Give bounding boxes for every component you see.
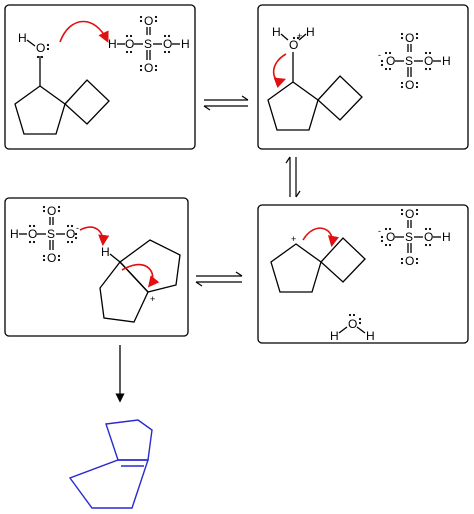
svg-text:O: O [405,207,414,221]
panel-2-frame [257,4,469,150]
charge-minus-bisulfate: - [378,50,381,60]
svg-text:S: S [47,227,55,241]
svg-text:O: O [424,230,433,244]
svg-text:H: H [442,230,451,244]
svg-text:-: - [76,223,79,233]
product-ring-lower [68,459,149,509]
svg-text:O: O [405,31,414,45]
atom-h-alcohol: H [18,31,27,45]
curly-arrow-deprotonation [79,226,110,247]
cyclobutane-ring [64,79,110,125]
svg-text:H: H [330,329,339,343]
curly-arrow-ring-expansion [302,227,339,248]
atom-o-oxonium: O [289,38,298,52]
cyclobutane-ring-2 [317,75,363,121]
lone-pairs-o-alcohol [36,43,50,59]
water-molecule: H O H [330,313,375,343]
bicyclic-ring-upper [119,239,181,293]
bisulfate-4: - O S O H O O [378,207,451,268]
bisulfate-3: H O S O - O O [10,204,79,265]
atom-h-acid: H [108,37,117,51]
svg-text:O: O [47,251,56,265]
curly-arrow-protonation [59,20,109,43]
svg-text:O: O [405,78,414,92]
svg-text:O: O [28,227,37,241]
cyclopentane-ring-2 [267,81,319,131]
atom-o-alcohol: O [36,41,45,55]
svg-text:H: H [366,329,375,343]
cyclopentane-ring [14,85,66,135]
product-bicyclic-alkene [68,419,153,509]
svg-text:H: H [10,227,19,241]
atom-h-oxonium-right: H [306,25,315,39]
panel-4-frame [257,204,469,344]
atom-o-acid-right: O [163,37,172,51]
svg-text:O: O [386,230,395,244]
bisulfate-2: - O S O H O O [378,31,451,92]
svg-text:O: O [405,254,414,268]
atom-o-acid-bottom: O [144,61,153,75]
svg-text:O: O [386,54,395,68]
panel-step-4: H O S O - O O H [4,197,189,337]
svg-text:O: O [47,204,56,218]
equilibrium-arrow-2-4 [285,156,301,198]
curly-arrow-water-leaving [272,53,287,88]
sulfuric-acid-1: H O S O H O O [108,14,190,75]
atom-h-oxonium-left: H [272,25,281,39]
bond-h-o [26,39,36,47]
equilibrium-arrow-1-2 [203,95,249,111]
svg-text:O: O [66,227,75,241]
svg-text:S: S [405,230,413,244]
panel-step-3: + - O S O H O O [257,204,469,344]
charge-plus-carbocation: + [150,294,155,304]
svg-text:S: S [405,54,413,68]
atom-o-acid-left: O [125,37,134,51]
svg-text:O: O [424,54,433,68]
curly-arrow-elimination [121,263,160,288]
atom-s-acid: S [144,37,152,51]
charge-plus-spiro-cation: + [291,234,296,244]
equilibrium-arrow-4-3 [195,271,243,287]
panel-3-frame [4,197,189,337]
svg-text:O: O [348,317,357,331]
svg-text:H: H [442,54,451,68]
cyclopentyl-cation-ring [270,243,322,293]
atom-h-bridgehead: H [101,245,110,259]
charge-plus-oxonium: + [297,31,302,41]
svg-text:-: - [378,226,381,236]
atom-o-acid-top: O [144,14,153,28]
panel-1-frame [4,4,196,150]
product-ring-upper [105,419,153,461]
panel-step-1: H O H O S O H O O [4,4,196,150]
atom-h-acid-right: H [181,37,190,51]
panel-step-2: H O + H - O S O H O O [257,4,469,150]
